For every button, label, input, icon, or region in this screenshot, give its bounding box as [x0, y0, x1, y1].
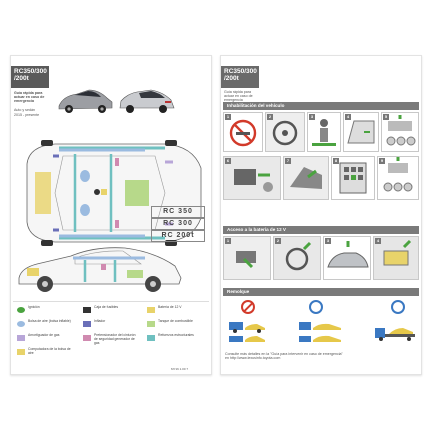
key-icon — [224, 237, 270, 279]
step-panel-3: 3 — [307, 112, 341, 152]
allowed-icon — [309, 300, 323, 314]
section-towing: Remolque — [223, 288, 419, 296]
door-icon — [347, 120, 375, 144]
dashboard-icon — [274, 237, 320, 279]
top-view-diagram — [26, 140, 202, 246]
step-panel-6: 6 — [223, 156, 281, 200]
step-number: 7 — [285, 158, 291, 164]
battery-panel-4: 4 — [373, 236, 419, 280]
step-number: 3 — [309, 114, 315, 120]
step-panel-8: 8 — [331, 156, 375, 200]
terminal-disconnect-icon — [383, 157, 413, 192]
allowed-icon — [391, 300, 405, 314]
badge-rc200t: RC 200t — [151, 230, 205, 242]
car-rear-icon — [327, 241, 369, 268]
step-panel-9: 9 — [377, 156, 419, 200]
vehicle-type: Auto y sedán — [14, 108, 35, 112]
legend-swatch — [83, 335, 91, 341]
legend-label: Computadora de la bolsa de aire — [28, 347, 71, 355]
tow-truck-icon — [299, 322, 341, 342]
legend-reinforcement: Refuerzos estructurales — [147, 333, 207, 348]
engine-bay-icon — [224, 157, 280, 199]
battery-panel-2: 2 — [273, 236, 321, 280]
step-number: 3 — [325, 238, 331, 244]
battery-panel-3: 3 — [323, 236, 371, 280]
legend-fuse-box: Caja de fusibles — [83, 305, 143, 320]
step-number: 6 — [225, 158, 231, 164]
legend-swatch — [17, 335, 25, 341]
legend-fuel-tank: Tanque de combustible — [147, 319, 207, 334]
legend-swatch — [83, 321, 91, 327]
flatbed-truck-icon — [375, 328, 415, 341]
tow-truck-icon — [229, 322, 265, 342]
step-panel-1: 1 — [223, 112, 263, 152]
step-number: 2 — [267, 114, 273, 120]
legend-airbag: Bolsa de aire (bolsa inflable) — [17, 319, 77, 334]
legend-label: Caja de fusibles — [94, 305, 119, 309]
legend-battery: Batería de 12 V — [147, 305, 207, 320]
car-photo-front — [58, 89, 113, 113]
trunk-battery-icon — [374, 237, 418, 279]
guide-title: Guía rápida para actuar en caso de emerg… — [14, 91, 45, 104]
right-sheet: RC350/300 /200t Guía rápida para actuar … — [220, 55, 422, 375]
not-allowed-icon — [241, 300, 255, 314]
step-number: 1 — [225, 238, 231, 244]
towing-section — [225, 298, 419, 348]
battery-terminal-icon — [386, 115, 416, 146]
step-number: 4 — [375, 238, 381, 244]
legend-swatch — [17, 307, 25, 313]
car-photo-rear — [119, 89, 175, 113]
step-panel-4: 4 — [343, 112, 379, 152]
legend-ignition: Ignición — [17, 305, 77, 320]
legend-label: Pretensionador del cinturón de seguridad… — [94, 333, 136, 345]
step-number: 4 — [345, 114, 351, 120]
fuse-box-icon — [339, 162, 367, 194]
hood-open-icon — [284, 157, 328, 199]
legend-pretensioner: Pretensionador del cinturón de seguridad… — [83, 333, 143, 348]
badge-rc350: RC 350 — [151, 206, 205, 218]
legend-label: Bolsa de aire (bolsa inflable) — [28, 319, 71, 323]
step-panel-5: 5 — [381, 112, 419, 152]
legend-swatch — [147, 335, 155, 341]
model-badge: RC350/300 /200t — [11, 66, 49, 88]
legend-swatch — [147, 307, 155, 313]
no-smoking-icon — [229, 119, 257, 147]
legend-label: Inflador — [94, 319, 106, 323]
badge-rc300: RC 300 — [151, 218, 205, 230]
legend-label: Batería de 12 V — [158, 305, 182, 309]
step-number: 5 — [383, 114, 389, 120]
step-number: 1 — [225, 114, 231, 120]
legend-label: Tanque de combustible — [158, 319, 193, 323]
left-sheet: RC350/300 /200t Guía rápida para actuar … — [10, 55, 212, 375]
section-disable-vehicle: Inhabilitación del vehículo — [223, 102, 419, 110]
footer-note: Consulte más detalles en la "Guía para i… — [225, 352, 343, 361]
step-number: 9 — [379, 158, 385, 164]
person-icon — [312, 119, 336, 146]
legend-label: Amortiguador de gas — [28, 333, 60, 337]
step-number: 8 — [333, 158, 339, 164]
battery-panel-1: 1 — [223, 236, 271, 280]
model-years: 2015 - presente — [14, 113, 40, 117]
step-panel-2: 2 — [265, 112, 305, 152]
step-number: 2 — [275, 238, 281, 244]
legend-swatch — [17, 321, 25, 327]
legend-swatch — [17, 349, 25, 355]
legend-inflator: Inflador — [83, 319, 143, 334]
section-battery-access: Acceso a la batería de 12 V — [223, 226, 419, 234]
guide-subtitle: Guía rápida para actuar en caso de emerg… — [224, 90, 253, 103]
step-panel-7: 7 — [283, 156, 329, 200]
legend: Ignición Caja de fusibles Batería de 12 … — [13, 301, 209, 370]
footer-code: MY16 1.00 7 — [171, 367, 189, 371]
legend-label: Refuerzos estructurales — [158, 333, 194, 337]
model-badge: RC350/300 /200t — [221, 66, 259, 88]
legend-airbag-computer: Computadora de la bolsa de aire — [17, 347, 77, 362]
legend-label: Ignición — [28, 305, 40, 309]
side-view-diagram — [18, 247, 182, 292]
legend-gas-strut: Amortiguador de gas — [17, 333, 77, 348]
legend-swatch — [83, 307, 91, 313]
legend-swatch — [147, 321, 155, 327]
